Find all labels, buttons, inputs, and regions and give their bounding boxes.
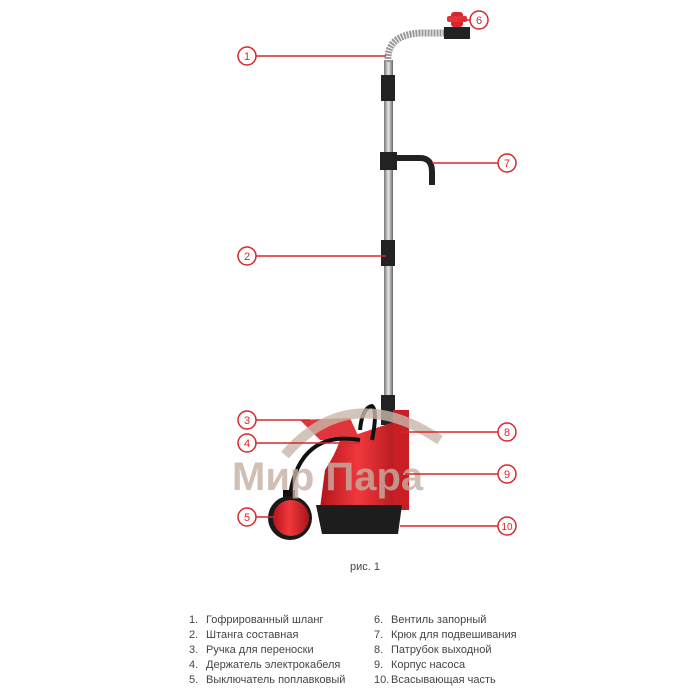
- hook: [380, 152, 435, 185]
- svg-text:4: 4: [244, 438, 250, 450]
- callout-8: 8: [497, 422, 517, 442]
- pole-joint: [381, 240, 395, 266]
- watermark-text: Мир Пара: [232, 455, 424, 499]
- callout-4: 4: [237, 433, 257, 453]
- legend-item: 1.Гофрированный шланг: [189, 614, 324, 626]
- callout-2: 2: [237, 246, 257, 266]
- callout-10: 10: [497, 516, 517, 536]
- figure-caption: рис. 1: [350, 561, 380, 573]
- svg-text:9: 9: [504, 469, 510, 481]
- svg-text:2: 2: [244, 251, 250, 263]
- watermark: Мир Пара: [232, 408, 443, 499]
- svg-text:10: 10: [501, 522, 513, 533]
- callout-6: 6: [469, 10, 489, 30]
- svg-text:6: 6: [476, 15, 482, 27]
- pole-joint: [381, 75, 395, 101]
- pump-diagram: Мир Пара 1 2 3 4 5 6 7 8 9 10: [232, 10, 517, 540]
- pump-body: [288, 403, 409, 534]
- svg-text:3: 3: [244, 415, 250, 427]
- callout-5: 5: [237, 507, 257, 527]
- float-switch: [268, 490, 312, 540]
- legend-item: 6.Вентиль запорный: [374, 614, 487, 626]
- legend-item: 2.Штанга составная: [189, 629, 299, 641]
- legend-item: 3.Ручка для переноски: [189, 644, 314, 656]
- svg-text:8: 8: [504, 427, 510, 439]
- svg-text:5: 5: [244, 512, 250, 524]
- callout-1: 1: [237, 46, 257, 66]
- legend-item: 9.Корпус насоса: [374, 659, 466, 671]
- callout-3: 3: [237, 410, 257, 430]
- legend-item: 5.Выключатель поплавковый: [189, 674, 346, 686]
- corrugated-hose: [384, 29, 447, 63]
- callout-9: 9: [497, 464, 517, 484]
- callout-7: 7: [497, 153, 517, 173]
- svg-text:1: 1: [244, 51, 250, 63]
- legend-item: 10.Всасывающая часть: [374, 674, 496, 686]
- legend-right: 6.Вентиль запорный 7.Крюк для подвешиван…: [374, 613, 517, 688]
- legend-item: 8.Патрубок выходной: [374, 644, 492, 656]
- legend-item: 7.Крюк для подвешивания: [374, 629, 517, 641]
- legend-item: 4.Держатель электрокабеля: [189, 659, 341, 671]
- valve: [444, 12, 470, 39]
- legend-left: 1.Гофрированный шланг 2.Штанга составная…: [189, 613, 345, 688]
- svg-text:7: 7: [504, 158, 510, 170]
